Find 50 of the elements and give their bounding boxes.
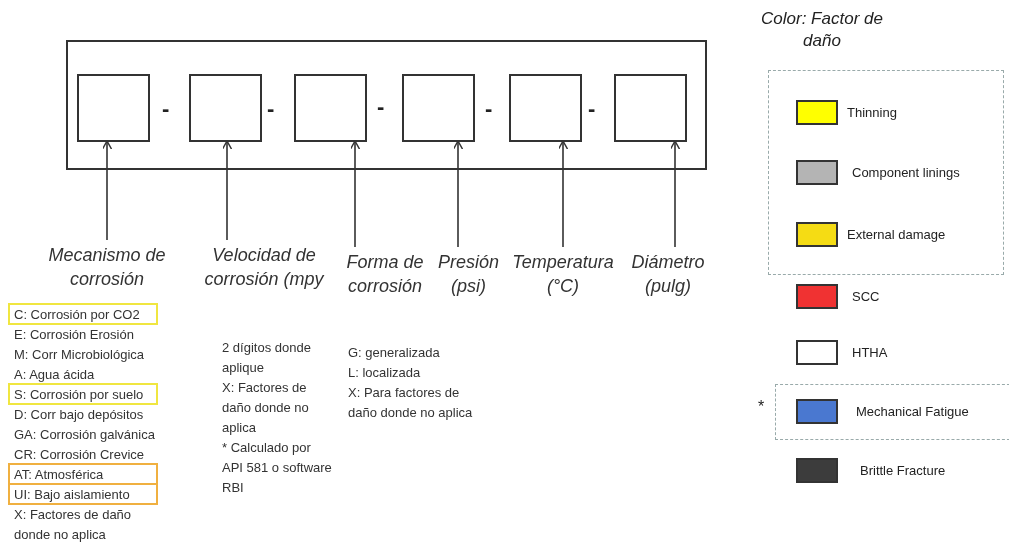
field-heading: Mecanismo de corrosión: [32, 243, 182, 291]
field-heading: Presión (psi): [431, 250, 506, 298]
code-description: D: Corr bajo depósitos: [14, 406, 145, 424]
code-box: [189, 74, 262, 142]
field-heading: Velocidad de corrosión (mpy: [200, 243, 328, 291]
code-box: [614, 74, 687, 142]
code-description: X: Factores de daño donde no aplica: [14, 506, 133, 544]
highlighted-code: S: Corrosión por suelo: [8, 383, 158, 405]
arrow: [452, 140, 464, 248]
legend-label: SCC: [852, 288, 880, 306]
legend-label: Component linings: [852, 164, 960, 182]
legend-label: Mechanical Fatigue: [856, 403, 969, 421]
arrow: [349, 140, 361, 248]
separator-dash: -: [377, 96, 385, 118]
code-box: [402, 74, 475, 142]
code-description: X: Para factores de daño donde no aplica: [348, 384, 474, 422]
legend-label: External damage: [847, 226, 946, 244]
arrow: [557, 140, 569, 248]
footnote-mark: *: [758, 398, 765, 416]
code-description: E: Corrosión Erosión: [14, 326, 135, 344]
code-description: A: Agua ácida: [14, 366, 96, 384]
legend-label: HTHA: [852, 344, 888, 362]
code-description: G: generalizada: [348, 344, 441, 362]
code-description: 2 dígitos donde aplique: [222, 339, 312, 377]
legend-title: Color: Factor de daño: [760, 8, 884, 52]
code-description: L: localizada: [348, 364, 422, 382]
code-description: M: Corr Microbiológica: [14, 346, 146, 364]
legend-label: Thinning: [847, 104, 897, 122]
arrow: [101, 140, 113, 241]
field-heading: Diámetro (pulg): [622, 250, 714, 298]
highlighted-code: UI: Bajo aislamiento: [8, 483, 158, 505]
separator-dash: -: [485, 98, 493, 120]
arrow: [669, 140, 681, 248]
code-description: CR: Corrosión Crevice: [14, 446, 146, 464]
separator-dash: -: [162, 98, 170, 120]
legend-label: Brittle Fracture: [860, 462, 946, 480]
code-box: [294, 74, 367, 142]
code-description: X: Factores de daño donde no aplica: [222, 379, 310, 437]
highlighted-code: AT: Atmosférica: [8, 463, 158, 485]
code-description: * Calculado por API 581 o software RBI: [222, 439, 333, 497]
arrow: [221, 140, 233, 241]
separator-dash: -: [267, 98, 275, 120]
code-frame: [66, 40, 707, 170]
code-box: [77, 74, 150, 142]
field-heading: Forma de corrosión: [341, 250, 429, 298]
code-box: [509, 74, 582, 142]
highlighted-code: C: Corrosión por CO2: [8, 303, 158, 325]
separator-dash: -: [588, 98, 596, 120]
field-heading: Temperatura (°C): [508, 250, 618, 298]
code-description: GA: Corrosión galvánica: [14, 426, 156, 444]
